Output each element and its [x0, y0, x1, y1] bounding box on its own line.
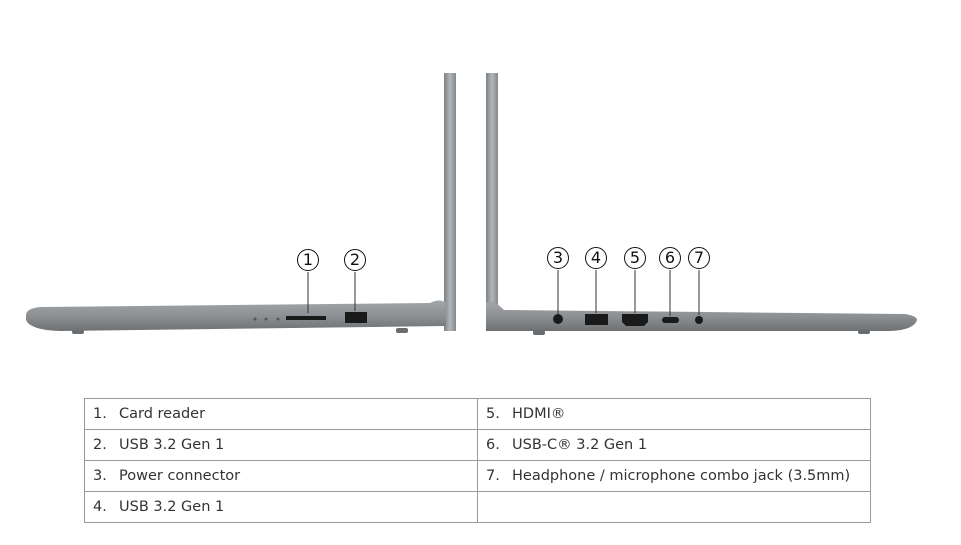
right-foot — [396, 328, 408, 333]
table-row: 4.USB 3.2 Gen 1 — [84, 491, 871, 523]
left-foot — [72, 330, 84, 334]
left-laptop-lid — [444, 73, 456, 331]
table-cell: 7.Headphone / microphone combo jack (3.5… — [477, 460, 871, 492]
right-laptop-lid — [486, 73, 498, 331]
table-row: 1.Card reader 5.HDMI® — [84, 398, 871, 430]
port-label: HDMI® — [512, 406, 566, 422]
audio-jack — [695, 316, 703, 324]
table-cell: 2.USB 3.2 Gen 1 — [84, 429, 478, 461]
callout-1: 1 — [297, 249, 319, 271]
usb-a-port-right — [585, 314, 608, 325]
port-label: USB-C® 3.2 Gen 1 — [512, 437, 648, 453]
table-row: 2.USB 3.2 Gen 1 6.USB-C® 3.2 Gen 1 — [84, 429, 871, 461]
port-label: USB 3.2 Gen 1 — [119, 437, 225, 453]
callout-6: 6 — [659, 247, 681, 269]
port-label: USB 3.2 Gen 1 — [119, 499, 225, 515]
table-cell: 6.USB-C® 3.2 Gen 1 — [477, 429, 871, 461]
left-side-laptop — [26, 73, 456, 334]
right-side-laptop — [486, 73, 917, 335]
port-legend-table: 1.Card reader 5.HDMI® 2.USB 3.2 Gen 1 6.… — [84, 398, 871, 523]
port-label: Card reader — [119, 406, 206, 422]
table-cell: 3.Power connector — [84, 460, 478, 492]
usb-a-port-left — [345, 312, 367, 323]
port-label: Headphone / microphone combo jack (3.5mm… — [512, 468, 851, 484]
card-reader-slot — [286, 316, 326, 320]
left-laptop-base — [26, 300, 446, 331]
table-row: 3.Power connector 7.Headphone / micropho… — [84, 460, 871, 492]
callout-4: 4 — [585, 247, 607, 269]
usb-c-port — [662, 317, 679, 323]
table-cell: 4.USB 3.2 Gen 1 — [84, 491, 478, 523]
callout-5: 5 — [624, 247, 646, 269]
right-laptop-base — [486, 301, 917, 331]
callout-7: 7 — [688, 247, 710, 269]
table-cell: 5.HDMI® — [477, 398, 871, 430]
callout-2: 2 — [344, 249, 366, 271]
callout-3: 3 — [547, 247, 569, 269]
power-connector — [553, 314, 563, 324]
table-cell — [477, 491, 871, 523]
hdmi-port — [622, 314, 648, 326]
table-cell: 1.Card reader — [84, 398, 478, 430]
port-label: Power connector — [119, 468, 241, 484]
